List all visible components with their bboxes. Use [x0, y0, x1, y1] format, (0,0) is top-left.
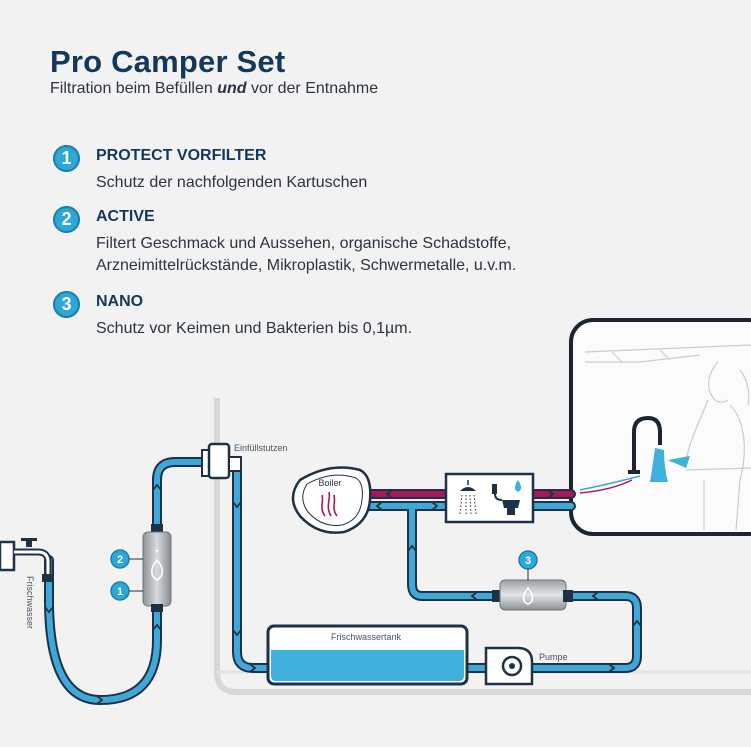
- step-description: Schutz der nachfolgenden Kartuschen: [96, 174, 368, 191]
- step-number-badge: 2: [53, 206, 80, 233]
- water-stream: [650, 448, 668, 482]
- boiler: [291, 466, 372, 534]
- subtitle-end: vor der Entnahme: [246, 80, 379, 97]
- filter-badge-3: 3: [518, 550, 538, 580]
- svg-text:✦: ✦: [154, 548, 159, 555]
- flow-arrows: [44, 483, 642, 705]
- pipes: [44, 457, 642, 705]
- faucet-icon: [0, 538, 54, 582]
- filter-badge-1: 1: [110, 581, 143, 601]
- flame-icon: [321, 491, 338, 517]
- step-number-badge: 3: [53, 291, 80, 318]
- filler-inlet: [201, 442, 242, 480]
- inlet-label: Einfüllstutzen: [234, 443, 288, 453]
- page-title: Pro Camper Set: [50, 44, 286, 79]
- filter-badge-2: 2: [110, 549, 143, 569]
- consumer-panel: [444, 472, 535, 524]
- tank-label: Frischwassertank: [331, 632, 402, 642]
- pump-label: Pumpe: [539, 652, 568, 662]
- active-filter-cartridge: ✦: [142, 524, 172, 612]
- fresh-water-label: Frischwasser: [25, 576, 35, 629]
- pump: [484, 646, 534, 686]
- tap-icon: [632, 415, 662, 470]
- nano-filter-cartridge: [492, 579, 573, 611]
- page-subtitle: Filtration beim Befüllen und vor der Ent…: [50, 80, 378, 98]
- svg-text:3: 3: [525, 555, 531, 567]
- step-number-badge: 1: [53, 145, 80, 172]
- subtitle-emphasis: und: [217, 80, 247, 97]
- step-description: Filtert Geschmack und Aussehen, organisc…: [96, 235, 517, 274]
- step-title: NANO: [96, 293, 144, 310]
- boiler-label: Boiler: [318, 478, 341, 488]
- subtitle-start: Filtration beim Befüllen: [50, 80, 218, 97]
- svg-text:1: 1: [117, 586, 123, 598]
- svg-text:2: 2: [117, 554, 123, 566]
- step-title: PROTECT VORFILTER: [96, 147, 267, 164]
- step-title: ACTIVE: [96, 208, 155, 225]
- fresh-water-tank: [266, 624, 469, 686]
- toilet-icon: [492, 480, 521, 515]
- step-description: Schutz vor Keimen und Bakterien bis 0,1µ…: [96, 320, 413, 337]
- shower-icon: [459, 480, 477, 515]
- kitchen-scene: [569, 318, 751, 536]
